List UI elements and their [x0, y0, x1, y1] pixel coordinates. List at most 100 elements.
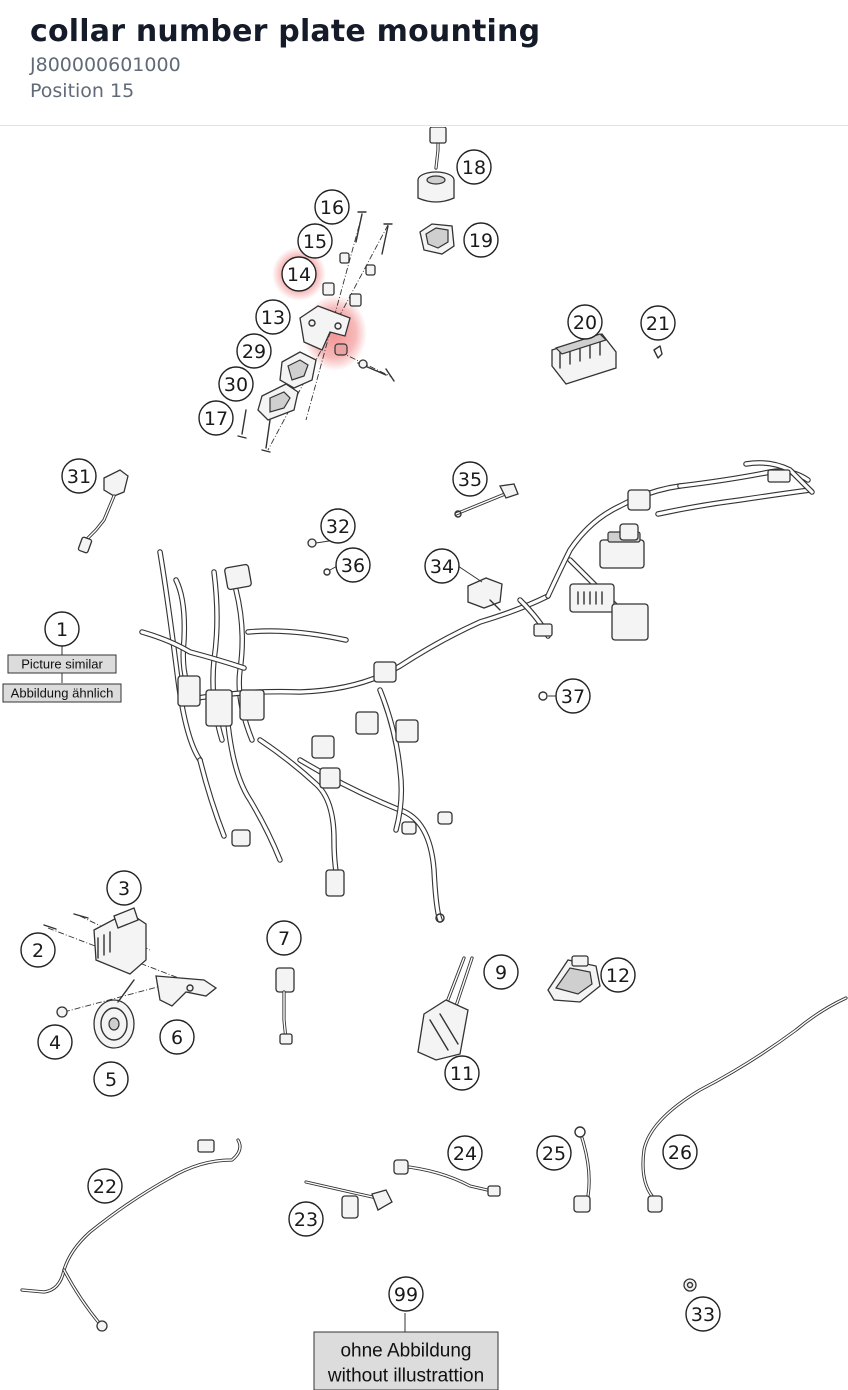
page-header: collar number plate mounting J8000006010…	[0, 0, 848, 126]
grommet-32	[307, 538, 317, 548]
svg-text:5: 5	[105, 1069, 117, 1091]
svg-text:2: 2	[32, 940, 44, 962]
svg-text:21: 21	[646, 313, 670, 335]
ring-37	[538, 691, 548, 701]
bracket-35	[454, 483, 519, 518]
svg-text:99: 99	[394, 1284, 418, 1306]
svg-text:4: 4	[49, 1032, 61, 1054]
cable-23	[304, 1180, 393, 1219]
callout-11[interactable]: 11	[444, 1055, 480, 1091]
callout-37[interactable]: 37	[555, 678, 591, 714]
svg-text:17: 17	[204, 408, 228, 430]
svg-text:6: 6	[171, 1027, 183, 1049]
svg-text:20: 20	[573, 312, 597, 334]
callout-1[interactable]: 1	[44, 611, 80, 647]
callout-36[interactable]: 36	[335, 547, 371, 583]
ring-36	[323, 568, 331, 576]
callout-29[interactable]: 29	[236, 333, 272, 369]
cable-26	[641, 996, 848, 1213]
relay-34	[467, 577, 503, 611]
svg-text:1: 1	[56, 619, 68, 641]
part-number: J800000601000	[30, 54, 181, 76]
ring-terminal-33	[683, 1278, 697, 1292]
callout-22[interactable]: 22	[87, 1168, 123, 1204]
svg-text:22: 22	[93, 1176, 117, 1198]
regulator-horn-assembly	[43, 907, 218, 1049]
cable-24	[393, 1159, 501, 1197]
abbildung-aehnlich-label: Abbildung ähnlich	[11, 686, 114, 701]
callout-20[interactable]: 20	[567, 304, 603, 340]
svg-text:23: 23	[294, 1209, 318, 1231]
connector-7	[275, 967, 295, 1045]
without-illustration-box	[313, 1331, 499, 1390]
callout-3[interactable]: 3	[106, 870, 142, 906]
svg-text:35: 35	[458, 469, 482, 491]
svg-text:31: 31	[67, 466, 91, 488]
position-label: Position 15	[30, 80, 135, 102]
callout-13[interactable]: 13	[255, 299, 291, 335]
control-unit-12	[547, 955, 601, 1003]
callout-30[interactable]: 30	[218, 366, 254, 402]
svg-text:16: 16	[320, 197, 344, 219]
callout-17[interactable]: 17	[198, 400, 234, 436]
callout-6[interactable]: 6	[159, 1019, 195, 1055]
svg-text:33: 33	[691, 1304, 715, 1326]
svg-text:24: 24	[453, 1143, 477, 1165]
callout-16[interactable]: 16	[314, 189, 350, 225]
callout-15[interactable]: 15	[297, 223, 333, 259]
callout-32[interactable]: 32	[320, 508, 356, 544]
callout-4[interactable]: 4	[37, 1024, 73, 1060]
plate-mounting-assembly	[237, 211, 395, 453]
bracket-6	[155, 975, 218, 1007]
callout-19[interactable]: 19	[463, 222, 499, 258]
callout-24[interactable]: 24	[447, 1135, 483, 1171]
fuse-21	[653, 345, 663, 359]
svg-text:19: 19	[469, 230, 493, 252]
svg-text:30: 30	[224, 374, 248, 396]
callout-7[interactable]: 7	[266, 920, 302, 956]
clip-19	[419, 223, 455, 255]
svg-text:9: 9	[495, 962, 507, 984]
callout-34[interactable]: 34	[424, 548, 460, 584]
callout-2[interactable]: 2	[20, 932, 56, 968]
abbildung-aehnlich-box	[2, 683, 122, 703]
cable-25	[573, 1126, 591, 1213]
svg-text:37: 37	[561, 686, 585, 708]
callout-14[interactable]: 14	[281, 256, 317, 292]
callout-9[interactable]: 9	[483, 954, 519, 990]
callout-25[interactable]: 25	[536, 1135, 572, 1171]
svg-text:26: 26	[668, 1142, 692, 1164]
svg-text:15: 15	[303, 231, 327, 253]
picture-similar-box	[7, 654, 117, 674]
cable-22	[20, 1138, 242, 1332]
callout-21[interactable]: 21	[640, 305, 676, 341]
svg-text:13: 13	[261, 307, 285, 329]
callout-31[interactable]: 31	[61, 458, 97, 494]
exploded-parts-diagram: Picture similar Abbildung ähnlich ohne A…	[2, 127, 848, 1390]
callout-5[interactable]: 5	[93, 1061, 129, 1097]
callout-23[interactable]: 23	[288, 1201, 324, 1237]
bracket-plate	[299, 305, 351, 351]
picture-similar-label: Picture similar	[21, 657, 103, 672]
page-title: collar number plate mounting	[30, 14, 541, 49]
callout-99[interactable]: 99	[388, 1276, 424, 1312]
callout-33[interactable]: 33	[685, 1296, 721, 1332]
svg-text:25: 25	[542, 1143, 566, 1165]
svg-text:3: 3	[118, 878, 130, 900]
svg-text:29: 29	[242, 341, 266, 363]
svg-text:14: 14	[287, 264, 311, 286]
fuse-strip-20	[551, 333, 617, 385]
callout-35[interactable]: 35	[452, 461, 488, 497]
ohne-abbildung-label: ohne Abbildung	[340, 1341, 471, 1362]
main-wiring-harness	[139, 460, 815, 923]
callout-12[interactable]: 12	[600, 957, 636, 993]
svg-text:36: 36	[341, 555, 365, 577]
svg-text:18: 18	[462, 157, 486, 179]
sensor-18	[417, 127, 455, 203]
sensor-31	[77, 469, 129, 554]
nut-4	[56, 1006, 68, 1018]
callout-26[interactable]: 26	[662, 1134, 698, 1170]
callout-18[interactable]: 18	[456, 149, 492, 185]
svg-text:7: 7	[278, 928, 290, 950]
svg-text:32: 32	[326, 516, 350, 538]
